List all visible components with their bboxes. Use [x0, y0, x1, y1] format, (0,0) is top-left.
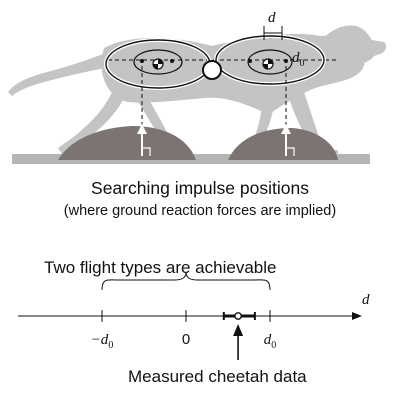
front-force-arrow — [281, 124, 291, 156]
hind-right-dot — [170, 59, 174, 63]
d-label: d — [268, 10, 276, 26]
hind-foot-mound — [58, 126, 196, 160]
center-of-mass-ring — [202, 60, 222, 80]
front-center-of-mass-icon — [262, 58, 274, 70]
measured-mean-point — [234, 312, 242, 320]
flight-types-caption: Two flight types are achievable — [44, 258, 277, 277]
axis-variable-label: d — [362, 292, 370, 308]
hind-inner-ellipse — [133, 49, 183, 75]
axis-tick-label: 0 — [182, 331, 190, 348]
axis-tick-label-sub: 0 — [271, 340, 276, 351]
axis-tick-label-main: 0 — [182, 331, 190, 348]
front-left-dot — [248, 59, 252, 63]
axis-tick-label-main: −d — [91, 332, 109, 348]
measured-pointer-head — [233, 324, 244, 336]
hind-right-angle-mark — [142, 147, 151, 156]
figure-subtitle: (where ground reaction forces are implie… — [63, 203, 337, 219]
front-right-angle-mark — [286, 147, 295, 156]
d0-label: d0 — [292, 50, 305, 69]
front-inner-ellipse — [247, 49, 293, 75]
cheetah-silhouette — [8, 25, 387, 156]
figure-title: Searching impulse positions — [91, 178, 309, 198]
front-foot-mound — [228, 128, 338, 160]
axis-arrowhead — [352, 312, 362, 320]
axis-tick-label-main: d — [264, 332, 272, 348]
axis-tick-label: −d0 — [91, 332, 114, 351]
axis-tick-label-sub: 0 — [108, 340, 113, 351]
hind-left-dot — [140, 59, 144, 63]
front-search-ellipse-outline — [215, 35, 325, 85]
hind-center-of-mass-icon — [152, 58, 164, 70]
axis-tick-label: d0 — [264, 332, 277, 351]
measured-data-caption: Measured cheetah data — [128, 367, 307, 386]
front-right-dot — [284, 59, 288, 63]
flight-range-brace — [101, 271, 271, 291]
hind-force-arrow — [137, 124, 147, 156]
